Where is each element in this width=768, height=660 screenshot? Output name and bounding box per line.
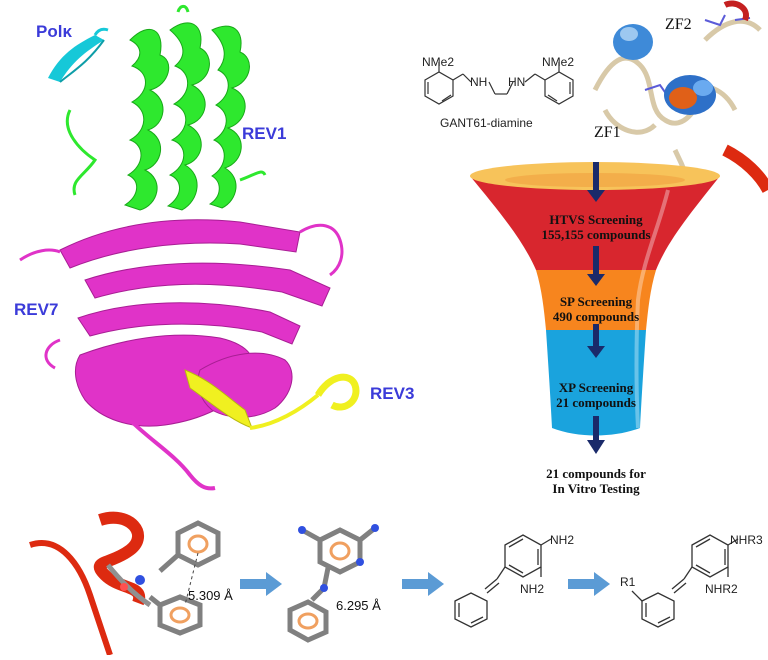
flow-arrow-1 xyxy=(240,572,282,596)
htvs-count: 155,155 compounds xyxy=(541,227,651,242)
hn-label: HN xyxy=(508,75,526,89)
sp-stage-text: SP Screening 490 compounds xyxy=(500,294,692,324)
helix-pharmacophore-model xyxy=(29,511,221,655)
funnel-stage-htvs xyxy=(470,176,720,270)
protein-complex-cartoon xyxy=(19,4,360,491)
rev1-helices xyxy=(123,22,250,211)
htvs-stage-text: HTVS Screening 155,155 compounds xyxy=(500,212,692,242)
rev1-label: REV1 xyxy=(242,124,287,143)
funnel-flow-arrows xyxy=(587,162,605,454)
nme2-right: NMe2 xyxy=(542,55,575,69)
substituted-scaffold-structure xyxy=(631,534,739,628)
result-line2: In Vitro Testing xyxy=(552,481,640,496)
funnel-stage-xp xyxy=(546,330,646,436)
upper-phenyl xyxy=(158,520,221,573)
distance-label-2: 6.295 Å xyxy=(336,598,381,613)
distance-label-1: 5.309 Å xyxy=(188,588,233,603)
flow-arrow-3 xyxy=(568,572,610,596)
ligand-name: GANT61-diamine xyxy=(440,116,533,130)
nh2-top: NH2 xyxy=(550,533,575,547)
r1-label: R1 xyxy=(620,575,636,589)
azo-diaminopyridine-structure xyxy=(454,534,552,628)
polk-label: Polκ xyxy=(36,22,72,41)
nhr3-label: NHR3 xyxy=(730,533,763,547)
nh-label: NH xyxy=(470,75,488,89)
nh2-bottom: NH2 xyxy=(520,582,545,596)
sp-count: 490 compounds xyxy=(552,309,640,324)
htvs-title: HTVS Screening xyxy=(549,212,643,227)
flow-arrow-2 xyxy=(402,572,444,596)
nme2-left: NMe2 xyxy=(422,55,455,69)
aminopyridine-3d-model xyxy=(287,524,379,643)
xp-count: 21 compounds xyxy=(556,395,636,410)
funnel-result: 21 compounds for In Vitro Testing xyxy=(500,466,692,496)
rev3-label: REV3 xyxy=(370,384,415,403)
zf2-label: ZF2 xyxy=(665,16,692,33)
nhr2-label: NHR2 xyxy=(705,582,738,596)
xp-stage-text: XP Screening 21 compounds xyxy=(500,380,692,410)
xp-title: XP Screening xyxy=(558,380,634,395)
screening-funnel xyxy=(470,162,720,454)
rev7-fold xyxy=(59,219,331,491)
rev3-peptide xyxy=(184,369,360,430)
rev7-label: REV7 xyxy=(14,300,59,319)
funnel-stage-sp xyxy=(536,270,656,330)
gant61-structure xyxy=(424,62,574,105)
sp-title: SP Screening xyxy=(559,294,633,309)
result-line1: 21 compounds for xyxy=(546,466,646,481)
polk-helix xyxy=(48,27,109,83)
zf1-label: ZF1 xyxy=(594,124,621,141)
lower-phenyl xyxy=(148,594,203,636)
